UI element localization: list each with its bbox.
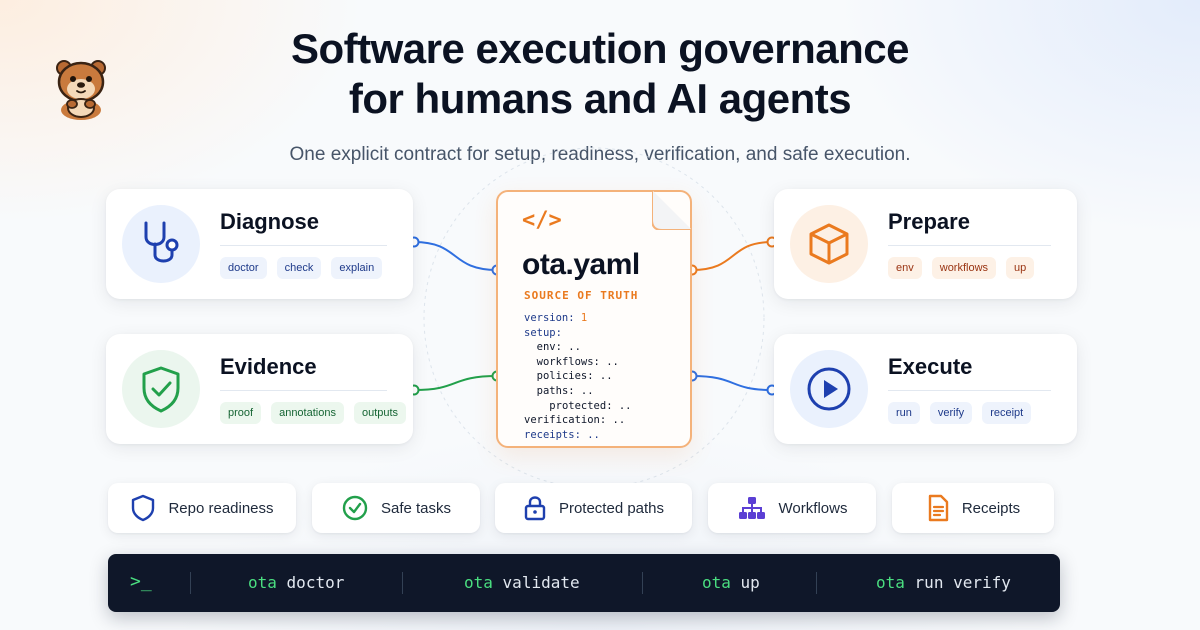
pill-receipts[interactable]: Receipts [892, 483, 1054, 533]
terminal-divider [402, 572, 403, 594]
command-bin: ota [464, 573, 493, 592]
pill-protected-paths[interactable]: Protected paths [495, 483, 692, 533]
yaml-paths: paths: .. [536, 384, 594, 397]
pill-safe-tasks[interactable]: Safe tasks [312, 483, 480, 533]
ota-yaml-document[interactable]: </> ota.yaml SOURCE OF TRUTH version: 1 … [496, 190, 692, 448]
divider [220, 245, 387, 246]
title-line-2: for humans and AI agents [348, 75, 852, 122]
terminal-divider [642, 572, 643, 594]
chip-receipt[interactable]: receipt [982, 402, 1032, 424]
page-subtitle: One explicit contract for setup, readine… [289, 144, 911, 165]
command-arg: up [740, 573, 760, 592]
pill-label: Repo readiness [168, 499, 274, 517]
chip-up[interactable]: up [1006, 257, 1035, 279]
pill-label: Workflows [778, 499, 848, 517]
stethoscope-icon [144, 221, 179, 263]
command-arg: validate [502, 573, 580, 592]
yaml-version-key: version: [524, 312, 575, 324]
command-bin: ota [876, 573, 905, 592]
shield-icon [132, 494, 155, 522]
divider [220, 390, 387, 391]
chip-check[interactable]: check [276, 257, 322, 279]
workflow-icon [738, 497, 765, 519]
chip-proof[interactable]: proof [220, 402, 262, 424]
command-ota-run-verify[interactable]: ota run verify [876, 573, 1011, 592]
card-title-prepare: Prepare [888, 209, 970, 234]
check-circle-icon [342, 495, 368, 521]
page-fold-icon [652, 190, 692, 230]
pill-workflows[interactable]: Workflows [708, 483, 876, 533]
yaml-protected: protected: .. [549, 399, 632, 412]
terminal-prompt-icon: >_ [130, 571, 152, 592]
yaml-content: version: 1 setup: env: .. workflows: .. … [524, 311, 631, 442]
yaml-version-value: 1 [580, 312, 588, 324]
chip-run[interactable]: run [888, 402, 920, 424]
execute-icon-wrap [790, 350, 868, 428]
terminal-divider [190, 572, 191, 594]
terminal-bar[interactable]: >_ ota doctor ota validate ota up ota ru… [108, 554, 1060, 612]
card-title-diagnose: Diagnose [220, 209, 320, 234]
yaml-env: env: .. [536, 341, 581, 354]
command-arg: doctor [286, 573, 345, 592]
command-ota-validate[interactable]: ota validate [464, 573, 580, 592]
command-arg: run verify [914, 573, 1011, 592]
command-bin: ota [248, 573, 277, 592]
chip-workflows[interactable]: workflows [931, 257, 997, 279]
yaml-policies: policies: .. [536, 370, 613, 383]
command-bin: ota [702, 573, 731, 592]
card-title-evidence: Evidence [220, 354, 317, 379]
code-icon: </> [522, 208, 562, 233]
evidence-icon-wrap [122, 350, 200, 428]
chip-verify[interactable]: verify [929, 402, 973, 424]
play-icon [807, 367, 851, 411]
title-line-1: Software execution governance [290, 25, 910, 72]
doc-filename: ota.yaml [522, 248, 640, 281]
doc-tag: SOURCE OF TRUTH [524, 289, 639, 302]
pill-label: Protected paths [558, 499, 665, 517]
pill-label: Receipts [961, 499, 1021, 517]
card-title-execute: Execute [888, 354, 973, 379]
chip-env[interactable]: env [888, 257, 922, 279]
card-execute[interactable]: Execute run verify receipt [774, 334, 1077, 444]
receipt-icon [928, 494, 949, 522]
divider [888, 390, 1051, 391]
prepare-icon-wrap [790, 205, 868, 283]
card-diagnose[interactable]: Diagnose doctor check explain [106, 189, 413, 299]
diagnose-icon-wrap [122, 205, 200, 283]
yaml-verification: verification: .. [524, 414, 626, 427]
chip-explain[interactable]: explain [331, 257, 383, 279]
yaml-setup-key: setup: [524, 326, 562, 339]
page-title: Software execution governance for humans… [150, 24, 1050, 124]
card-evidence[interactable]: Evidence proof annotations outputs [106, 334, 413, 444]
card-prepare[interactable]: Prepare env workflows up [774, 189, 1077, 299]
yaml-receipts: receipts: .. [524, 428, 600, 441]
shield-check-icon [142, 366, 180, 413]
yaml-workflows: workflows: .. [536, 355, 619, 368]
command-ota-up[interactable]: ota up [702, 573, 760, 592]
lock-icon [524, 496, 546, 521]
box-icon [809, 223, 849, 265]
otter-mascot-icon [56, 60, 106, 120]
divider [888, 245, 1051, 246]
pill-repo-readiness[interactable]: Repo readiness [108, 483, 296, 533]
command-ota-doctor[interactable]: ota doctor [248, 573, 344, 592]
chip-doctor[interactable]: doctor [220, 257, 267, 279]
chip-annotations[interactable]: annotations [271, 402, 344, 424]
chip-outputs[interactable]: outputs [353, 402, 407, 424]
pill-label: Safe tasks [380, 499, 452, 517]
terminal-divider [816, 572, 817, 594]
